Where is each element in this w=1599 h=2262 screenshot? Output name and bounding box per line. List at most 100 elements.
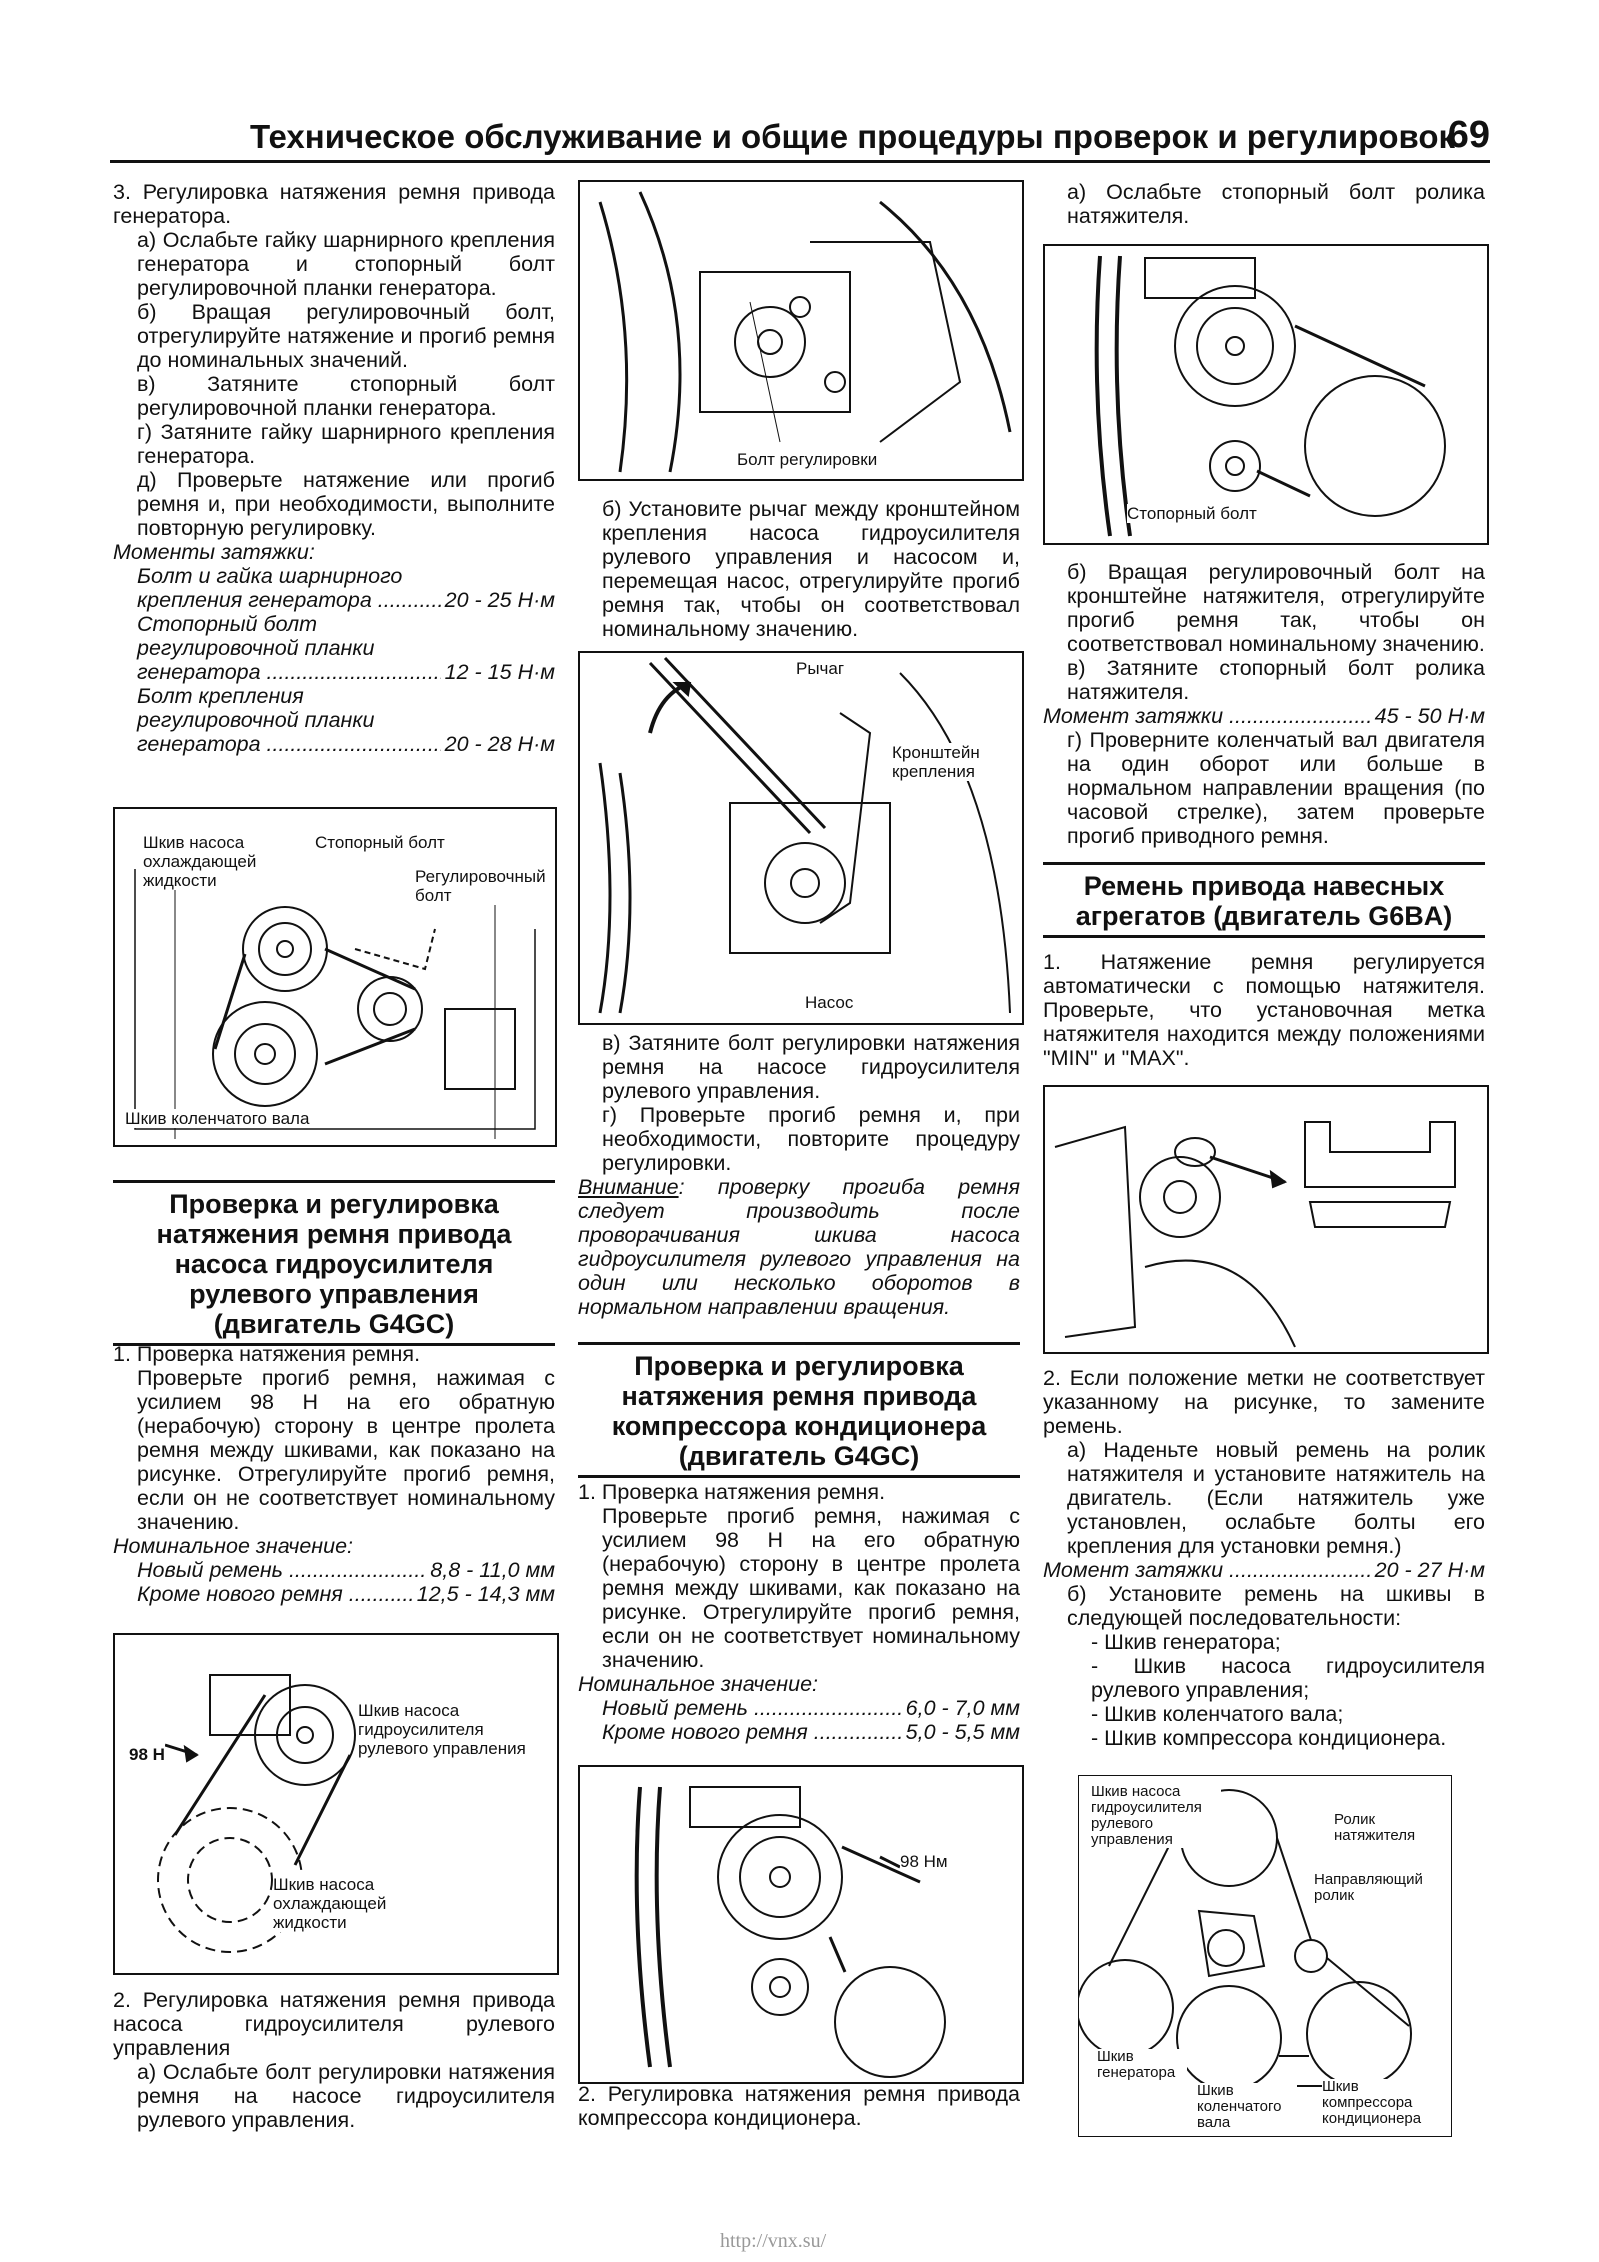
nominal-heading: Номинальное значение: (113, 1534, 354, 1558)
figure-ac-belt: 98 Нм (578, 1765, 1024, 2084)
section-heading: Проверка и регулировка натяжения ремня п… (578, 1342, 1020, 1478)
torque-value: 12 - 15 Н·м (444, 660, 555, 684)
figure-tensioner: Стопорный болт (1043, 244, 1489, 545)
column-3-lower: 1. Натяжение ремня регулируется автомати… (1043, 950, 1485, 1070)
force-label: 98 Н (129, 1745, 165, 1764)
nominal-row: Кроме нового ремня5,0 - 5,5 мм (602, 1720, 1020, 1744)
paragraph: в) Затяните болт регулировки натяжения р… (602, 1031, 1020, 1103)
generator-belt-drawing (134, 869, 536, 1139)
torque-name: регулировочной планки (137, 636, 375, 660)
paragraph: г) Проверьте прогиб ремня и, при необход… (602, 1103, 1020, 1175)
torque-name: генератора (137, 732, 441, 756)
list-item: - Шкив коленчатого вала; (1091, 1702, 1344, 1726)
paragraph: 2. Регулировка натяжения ремня привода н… (113, 1988, 555, 2060)
figure-label: Шкив насоса гидроусилителя рулевого упра… (1091, 1784, 1221, 1848)
figure-ps-pump-belt: 98 Н Шкив насоса гидроусилителя рулевого… (113, 1633, 559, 1975)
paragraph: 1. Проверка натяжения ремня. (113, 1342, 421, 1366)
torque-value: 20 - 25 Н·м (444, 588, 555, 612)
paragraph: б) Вращая регулировочный болт, отрегулир… (137, 300, 555, 372)
figure-label: Шкив насоса охлаждающей жидкости (143, 833, 283, 890)
nominal-table: Новый ремень8,8 - 11,0 мм Кроме нового р… (113, 1558, 555, 1606)
paragraph: Проверьте прогиб ремня, нажимая с усилие… (137, 1366, 555, 1534)
paragraph: г) Проверните коленчатый вал двигателя н… (1067, 728, 1485, 848)
figure-label: Рычаг (796, 659, 845, 678)
ps-pump-bolt-drawing (598, 191, 1012, 473)
pulley-list: - Шкив генератора; - Шкив насоса гидроус… (1043, 1630, 1485, 1750)
nominal-row: Новый ремень8,8 - 11,0 мм (137, 1558, 555, 1582)
figure-label: Стопорный болт (315, 833, 445, 852)
nominal-table: Новый ремень6,0 - 7,0 мм Кроме нового ре… (578, 1696, 1020, 1744)
nominal-value: 12,5 - 14,3 мм (416, 1582, 555, 1606)
nominal-name: Кроме нового ремня (602, 1720, 902, 1744)
column-2: б) Установите рычаг между кронштейном кр… (578, 497, 1020, 641)
paragraph: д) Проверьте натяжение или прогиб ремня … (137, 468, 555, 540)
section-heading: Проверка и регулировка натяжения ремня п… (113, 1180, 555, 1346)
nominal-name: Кроме нового ремня (137, 1582, 413, 1606)
attention-note: Внимание: проверку прогиба ремня следует… (578, 1175, 1020, 1319)
paragraph: а) Ослабьте гайку шарнирного крепления г… (137, 228, 555, 300)
attention-word: Внимание (578, 1175, 679, 1199)
nominal-heading: Номинальное значение: (578, 1672, 819, 1696)
figure-label: Шкив насоса охлаждающей жидкости (273, 1875, 423, 1932)
paragraph: 2. Если положение метки не соответствует… (1043, 1366, 1485, 1438)
paragraph: а) Наденьте новый ремень на ролик натяжи… (1067, 1438, 1485, 1558)
figure-label: Шкив компрессора кондиционера (1322, 2079, 1442, 2127)
figure-label: Шкив коленчатого вала (1197, 2083, 1297, 2131)
paragraph: 1. Проверка натяжения ремня. (578, 1480, 886, 1504)
list-item: - Шкив компрессора кондиционера. (1091, 1726, 1447, 1750)
nominal-value: 8,8 - 11,0 мм (430, 1558, 555, 1582)
figure-label: Направляющий ролик (1314, 1872, 1444, 1904)
tensioner-mark-drawing (1054, 1121, 1456, 1348)
paragraph: 2. Регулировка натяжения ремня привода к… (578, 2082, 1020, 2130)
paragraph: в) Затяните стопорный болт ролика натяжи… (1067, 656, 1485, 704)
column-2-lower: 1. Проверка натяжения ремня. Проверьте п… (578, 1480, 1020, 1744)
page-number: 69 (1447, 114, 1490, 156)
figure-tensioner-mark (1043, 1085, 1489, 1354)
column-1-bottom: 2. Регулировка натяжения ремня привода н… (113, 1988, 555, 2132)
ac-belt-drawing (634, 1786, 946, 2078)
paragraph: б) Установите ремень на шкивы в следующе… (1067, 1582, 1485, 1630)
figure-label: Кронштейн крепления (892, 743, 1002, 781)
figure-lever: Рычаг Кронштейн крепления Насос (578, 651, 1024, 1025)
torque-name: генератора (137, 660, 441, 684)
torque-name: Момент затяжки (1043, 1558, 1371, 1582)
attention-text: : проверку прогиба ремня следует произво… (578, 1175, 1020, 1319)
paragraph: в) Затяните стопорный болт регулировочно… (137, 372, 555, 420)
figure-label: 98 Нм (900, 1852, 948, 1871)
column-1-lower: 1. Проверка натяжения ремня. Проверьте п… (113, 1342, 555, 1606)
torque-row: крепления генератора20 - 25 Н·м (137, 588, 555, 612)
nominal-row: Новый ремень6,0 - 7,0 мм (602, 1696, 1020, 1720)
tensioner-drawing (1094, 255, 1446, 537)
section-heading: Ремень привода навесных агрегатов (двига… (1043, 862, 1485, 938)
figure-label: Шкив коленчатого вала (125, 1109, 310, 1128)
nominal-value: 5,0 - 5,5 мм (905, 1720, 1020, 1744)
list-item: - Шкив насоса гидроусилителя рулевого уп… (1091, 1654, 1485, 1702)
page-header: Техническое обслуживание и общие процеду… (110, 112, 1490, 163)
page-title: Техническое обслуживание и общие процеду… (250, 118, 1456, 155)
torque-row: Момент затяжки45 - 50 Н·м (1043, 704, 1485, 728)
column-3: а) Ослабьте стопорный болт ролика натяжи… (1043, 180, 1485, 228)
figure-ps-pump-bolt: Болт регулировки (578, 180, 1024, 481)
nominal-name: Новый ремень (137, 1558, 426, 1582)
column-3-after: 2. Если положение метки не соответствует… (1043, 1366, 1485, 1750)
figure-label: Стопорный болт (1127, 504, 1257, 523)
figure-label: Шкив насоса гидроусилителя рулевого упра… (358, 1701, 553, 1758)
figure-label: Болт регулировки (737, 450, 878, 469)
torque-value: 20 - 28 Н·м (444, 732, 555, 756)
paragraph: а) Ослабьте стопорный болт ролика натяжи… (1067, 180, 1485, 228)
paragraph: 3. Регулировка натяжения ремня привода г… (113, 180, 555, 228)
figure-generator-belt: Шкив насоса охлаждающей жидкости Стопорн… (113, 807, 557, 1147)
paragraph: б) Установите рычаг между кронштейном кр… (602, 497, 1020, 641)
torque-table: Болт и гайка шарнирного крепления генера… (113, 564, 555, 756)
column-1: 3. Регулировка натяжения ремня привода г… (113, 180, 555, 756)
nominal-name: Новый ремень (602, 1696, 902, 1720)
figure-label: Регулировочный болт (415, 867, 546, 905)
torque-name: крепления генератора (137, 588, 441, 612)
list-item: - Шкив генератора; (1091, 1630, 1281, 1654)
nominal-value: 6,0 - 7,0 мм (905, 1696, 1020, 1720)
figure-label: Ролик натяжителя (1334, 1812, 1444, 1844)
torque-name: Стопорный болт (137, 612, 318, 636)
lever-drawing (598, 656, 1011, 1014)
paragraph: Проверьте прогиб ремня, нажимая с усилие… (602, 1504, 1020, 1672)
torque-row: генератора20 - 28 Н·м (137, 732, 555, 756)
